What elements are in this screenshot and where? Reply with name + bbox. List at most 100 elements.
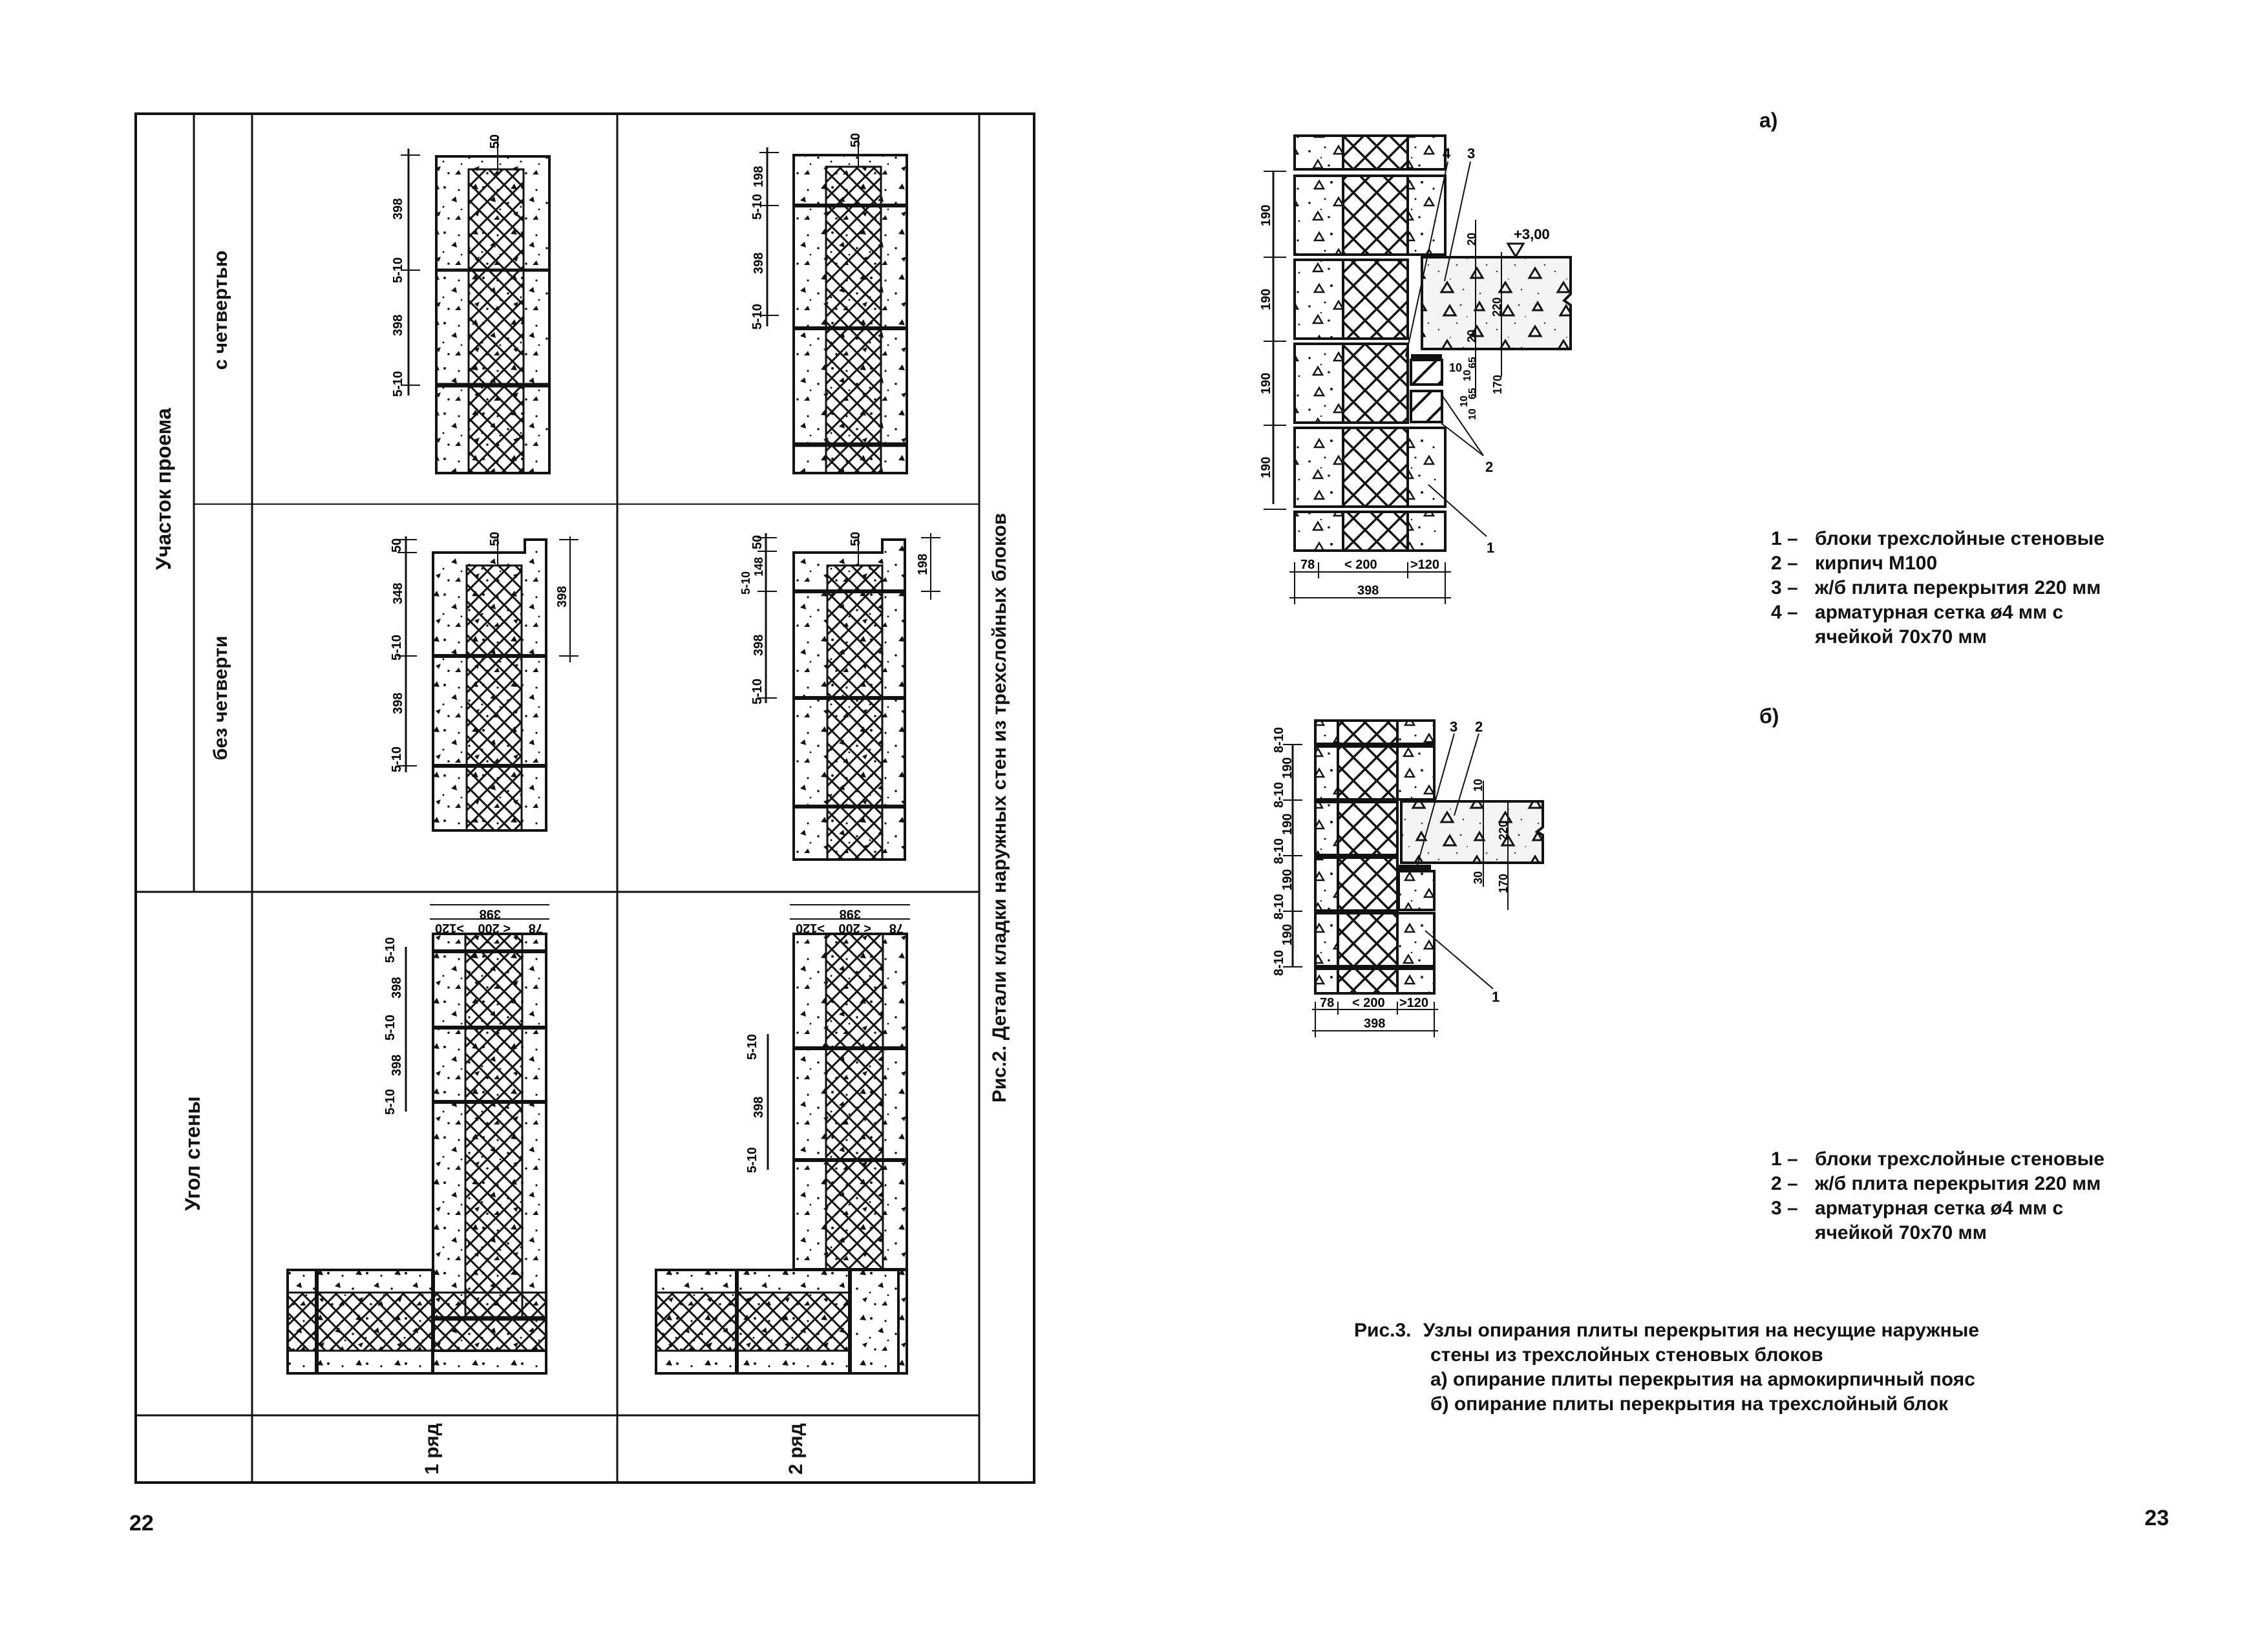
dim-label: 398 — [391, 315, 405, 336]
insulation-layer — [465, 564, 523, 832]
insulation-layer — [464, 933, 524, 1320]
dim-top-offset: 50 — [849, 532, 863, 546]
callout-number: 1 — [1487, 540, 1494, 556]
level-marker-icon — [1506, 242, 1525, 259]
dim-label: 5-10 — [750, 304, 765, 330]
page-number-left: 22 — [129, 1511, 154, 1536]
insulation-layer — [826, 564, 884, 861]
dim-label: 8-10 — [1260, 242, 1264, 268]
dim-top-offset: 50 — [849, 133, 863, 147]
dim-label: 5-10 — [750, 194, 765, 220]
dim-bottom-part: < 200 — [1344, 558, 1377, 572]
insulation-layer — [825, 165, 882, 474]
dim-label: 5-10 — [745, 1034, 759, 1060]
reinforcement-mesh — [1399, 865, 1431, 870]
dim-label: 398 — [390, 977, 404, 998]
dim-label: 5-10 — [391, 257, 405, 283]
dim-label: 8-10 — [1260, 326, 1264, 352]
dim-label: 8-10 — [1272, 838, 1286, 864]
dim-label: 20 — [1465, 330, 1478, 343]
dim-label: 20 — [1465, 233, 1478, 246]
callout-line — [1441, 394, 1484, 456]
legend-item-continuation: ячейкой 70х70 мм — [1815, 1222, 1987, 1243]
dim-label: 5-10 — [390, 746, 404, 772]
dim-bottom-total: 398 — [1357, 584, 1379, 598]
callout-number: 4 — [1443, 145, 1451, 162]
legend-item: 1 –блоки трехслойные стеновые — [1771, 528, 2104, 549]
caption-line: а) опирание плиты перекрытия на армокирп… — [1430, 1369, 1975, 1390]
dim-label: 50 — [390, 538, 404, 553]
dim-width-part: >120 — [435, 921, 464, 935]
row-sub-label-noquarter: без четверти — [210, 635, 231, 761]
dim-label: 8-10 — [1272, 950, 1286, 976]
callout-line — [1425, 930, 1494, 989]
dim-width-part: 78 — [889, 921, 904, 935]
insulation-layer — [286, 1291, 547, 1352]
masonry-details-table: 50 398 5-10 398 5-10 50 198 5-10 398 5-1… — [134, 112, 1035, 1484]
dim-label: 5-10 — [739, 571, 752, 595]
level-mark: +3,00 — [1514, 226, 1550, 242]
dim-label: 5-10 — [383, 1089, 397, 1115]
dim-label: 50 — [750, 535, 765, 549]
dim-width-part: < 200 — [478, 921, 511, 935]
dim-width-part: 78 — [529, 921, 543, 935]
dim-label: 8-10 — [1260, 494, 1264, 520]
dim-bottom-part: 78 — [1300, 558, 1315, 572]
dim-label: 5-10 — [745, 1147, 759, 1173]
dim-label: 398 — [391, 693, 405, 714]
column-label-row2: 2 ряд — [785, 1423, 807, 1475]
legend-item: 4 –арматурная сетка ø4 мм с — [1771, 602, 2064, 623]
dim-label: 5-10 — [383, 937, 397, 963]
dim-label: 5-10 — [391, 371, 405, 397]
dim-label: 8-10 — [1272, 894, 1286, 920]
table-border — [134, 112, 1035, 1484]
cell-quarter-row2: 50 198 5-10 398 5-10 — [750, 133, 908, 474]
callout-line — [1454, 733, 1479, 816]
dim-label: 10 — [1449, 361, 1462, 374]
corner-row-label: Угол стены — [181, 1096, 204, 1211]
cell-corner-row1: 398 78 < 200 >120 5-10 398 5-10 398 5-10 — [286, 904, 549, 1375]
figure-3-caption: Рис.3. Узлы опирания плиты перекрытия на… — [1354, 1318, 1979, 1417]
legend-item: 3 –арматурная сетка ø4 мм с — [1771, 1198, 2064, 1219]
dim-label: 198 — [752, 166, 766, 187]
brick — [1410, 359, 1443, 386]
caption-text: Узлы опирания плиты перекрытия на несущи… — [1423, 1320, 1980, 1341]
dim-width-total: 398 — [840, 907, 861, 921]
dim-label: 398 — [752, 253, 766, 274]
dim-bottom-total: 398 — [1364, 1017, 1385, 1031]
dim-label: 190 — [1280, 924, 1295, 945]
dim-label: 8-10 — [1260, 155, 1264, 181]
dim-bottom-part: >120 — [1410, 558, 1439, 572]
dim-label: 10 — [1459, 396, 1470, 407]
dim-label: 190 — [1280, 757, 1295, 779]
dim-label: 8-10 — [1272, 727, 1286, 753]
insulation-layer — [467, 168, 525, 474]
dim-label: 5-10 — [383, 1015, 397, 1041]
callout-number: 2 — [1475, 719, 1483, 735]
figure-a-legend: 1 –блоки трехслойные стеновые 2 –кирпич … — [1771, 527, 2104, 650]
callout-line — [1444, 161, 1471, 282]
cell-noquarter-row2: 50 50 148 5-10 398 5-10 198 — [739, 532, 940, 861]
dim-label: 398 — [390, 1055, 404, 1076]
dim-label: 5-10 — [390, 635, 404, 660]
dim-bottom-part: >120 — [1399, 996, 1428, 1010]
caption-line: Рис.3. Узлы опирания плиты перекрытия на… — [1354, 1318, 1979, 1343]
cell-noquarter-row1: 50 50 348 5-10 398 5-10 398 — [390, 532, 578, 832]
callout-number: 3 — [1467, 145, 1475, 162]
wall-blocks — [1293, 134, 1447, 552]
dim-top-offset: 50 — [488, 532, 502, 546]
floor-slab — [1421, 256, 1572, 350]
callout-line — [1405, 161, 1448, 357]
page-number-right: 23 — [2145, 1506, 2169, 1530]
caption-line: стены из трехслойных стеновых блоков — [1430, 1344, 1823, 1366]
dim-label: 398 — [391, 198, 405, 220]
dim-label: 8-10 — [1260, 410, 1264, 436]
dim-label: 348 — [391, 583, 405, 604]
dim-label: 190 — [1260, 205, 1273, 226]
dim-right: 198 — [916, 554, 930, 575]
dim-width-part: >120 — [796, 921, 825, 935]
legend-item: 2 –кирпич М100 — [1771, 553, 1938, 574]
dim-label: 8-10 — [1272, 782, 1286, 808]
caption-line: б) опирание плиты перекрытия на трехслой… — [1430, 1393, 1949, 1415]
dim-width-total: 398 — [480, 907, 501, 921]
